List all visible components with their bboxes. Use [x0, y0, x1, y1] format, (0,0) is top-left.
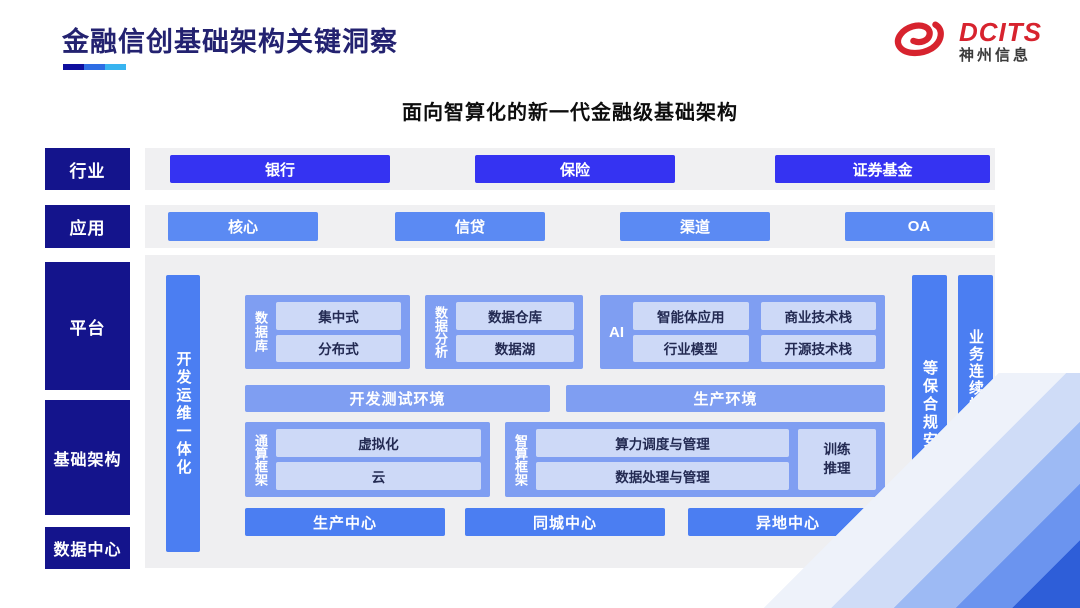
application-row: 核心 信贷 渠道 OA [145, 205, 995, 248]
center-production: 生产中心 [245, 508, 445, 536]
business-continuity-label: 业务连续性及数据保护 [967, 328, 984, 499]
production-environment-bar: 生产环境 [566, 385, 885, 412]
layer-label-datacenter: 数据中心 [45, 527, 130, 569]
title-underline-bars [63, 64, 126, 70]
application-item-credit: 信贷 [395, 212, 545, 241]
security-compliance-label: 等保合规安全 [921, 359, 938, 468]
security-compliance-vertical-bar: 等保合规安全 [912, 275, 947, 552]
general-framework-label: 通算框架 [253, 433, 268, 486]
devops-vertical-bar-label: 开发运维一体化 [174, 350, 192, 477]
data-analytics-group-label: 数据分析 [433, 306, 448, 358]
industry-row: 银行 保险 证券基金 [145, 148, 995, 190]
ai-item-open-source-stack: 开源技术栈 [760, 334, 876, 362]
logo-company-text: 神州信息 [959, 47, 1032, 65]
center-same-city: 同城中心 [465, 508, 665, 536]
devops-vertical-bar: 开发运维一体化 [166, 275, 200, 552]
underline-bar-light [105, 64, 126, 70]
database-group: 数据库 集中式 分布式 [245, 295, 410, 369]
application-item-channel: 渠道 [620, 212, 770, 241]
center-remote: 异地中心 [688, 508, 888, 536]
diagram-title: 面向智算化的新一代金融级基础架构 [402, 102, 738, 124]
database-item-centralized: 集中式 [276, 302, 401, 330]
dev-test-environment-bar: 开发测试环境 [245, 385, 550, 412]
underline-bar-dark [63, 64, 84, 70]
ai-group: AI 智能体应用 商业技术栈 行业模型 开源技术栈 [600, 295, 885, 369]
application-item-oa: OA [845, 212, 993, 241]
general-computing-framework-group: 通算框架 虚拟化 云 [245, 422, 490, 497]
underline-bar-medium [84, 64, 105, 70]
business-continuity-vertical-bar: 业务连续性及数据保护 [958, 275, 993, 552]
ai-group-label: AI [609, 323, 624, 341]
company-logo: DCITS 神州信息 [892, 16, 1042, 67]
application-item-core: 核心 [168, 212, 318, 241]
database-item-distributed: 分布式 [276, 334, 401, 362]
industry-item-bank: 银行 [170, 155, 390, 183]
general-item-virtualization: 虚拟化 [276, 429, 481, 457]
layer-label-industry: 行业 [45, 148, 130, 190]
data-analytics-group: 数据分析 数据仓库 数据湖 [425, 295, 583, 369]
dcits-swirl-icon [892, 16, 950, 67]
page-title: 金融信创基础架构关键洞察 [62, 27, 398, 57]
industry-item-securities-funds: 证券基金 [775, 155, 990, 183]
intelligent-item-training-inference: 训练 推理 [798, 429, 876, 490]
analytics-item-lake: 数据湖 [456, 334, 574, 362]
intelligent-item-data-processing: 数据处理与管理 [536, 462, 789, 490]
platform-container: 开发运维一体化 等保合规安全 业务连续性及数据保护 数据库 集中式 分布式 数据… [145, 255, 995, 568]
database-group-label: 数据库 [253, 311, 268, 353]
intelligent-item-compute-scheduling: 算力调度与管理 [536, 429, 789, 457]
intelligent-framework-label: 智算框架 [513, 433, 528, 486]
layer-label-application: 应用 [45, 205, 130, 248]
layer-label-platform: 平台 [45, 262, 130, 390]
ai-item-industry-models: 行业模型 [633, 334, 749, 362]
intelligent-computing-framework-group: 智算框架 算力调度与管理 数据处理与管理 训练 推理 [505, 422, 885, 497]
ai-item-commercial-stack: 商业技术栈 [760, 302, 876, 330]
ai-item-agent-apps: 智能体应用 [633, 302, 749, 330]
industry-item-insurance: 保险 [475, 155, 675, 183]
layer-label-infrastructure: 基础架构 [45, 400, 130, 515]
analytics-item-warehouse: 数据仓库 [456, 302, 574, 330]
general-item-cloud: 云 [276, 462, 481, 490]
logo-brand-text: DCITS [959, 16, 1042, 47]
